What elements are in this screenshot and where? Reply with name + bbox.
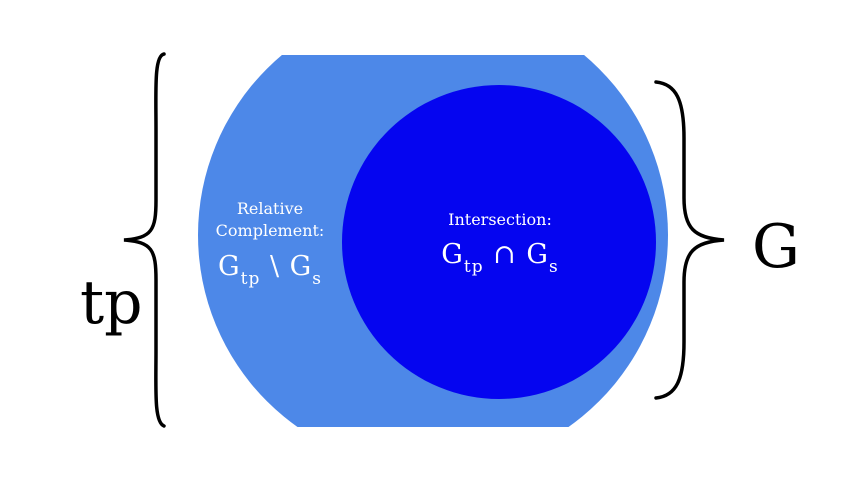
symbol-g-s: G	[289, 251, 313, 282]
relative-complement-label: Relative Complement:	[200, 198, 340, 242]
subscript-s: s	[312, 269, 322, 289]
symbol-g-tp: G	[441, 239, 464, 270]
right-side-label: G	[752, 212, 800, 282]
right-brace	[654, 80, 725, 400]
symbol-g-s: G	[526, 239, 549, 270]
intersection-title: Intersection:	[420, 209, 580, 231]
left-brace	[123, 52, 166, 428]
intersection-formula: Gtp ∩ Gs	[410, 238, 590, 284]
intersection-operator: ∩	[493, 239, 517, 270]
subscript-tp: tp	[463, 257, 484, 277]
left-side-label: tp	[80, 268, 143, 338]
relative-complement-line1: Relative	[236, 199, 304, 218]
relative-complement-line2: Complement:	[215, 221, 325, 240]
diagram-clip	[0, 55, 855, 427]
subscript-s: s	[548, 257, 559, 277]
set-minus-operator: \	[269, 251, 281, 282]
intersection-title-text: Intersection:	[448, 210, 552, 229]
relative-complement-formula: Gtp \ Gs	[200, 250, 340, 296]
inner-circle-gs	[342, 85, 656, 399]
symbol-g-tp: G	[218, 251, 241, 282]
subscript-tp: tp	[240, 269, 261, 289]
